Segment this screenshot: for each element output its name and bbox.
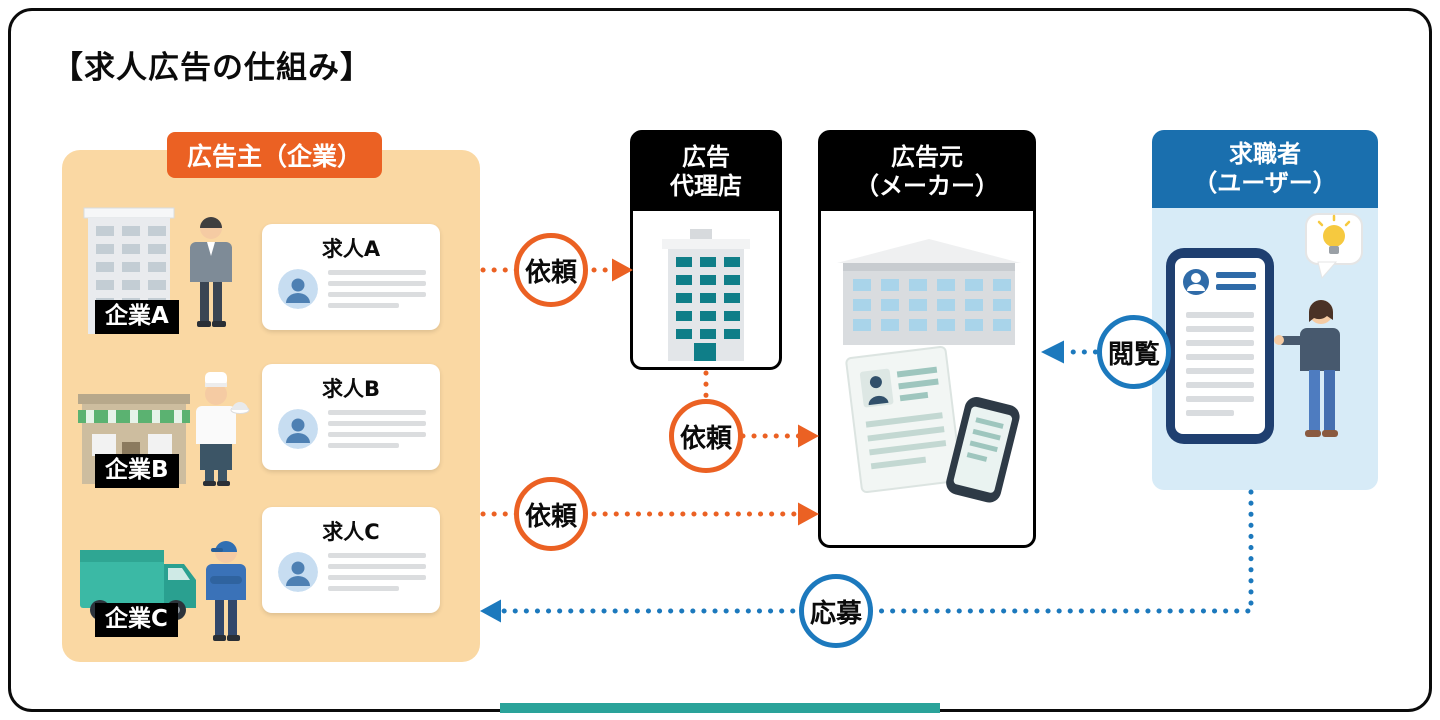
job-card-a: 求人A bbox=[262, 224, 440, 330]
placeholder-line bbox=[328, 292, 426, 297]
company-c-label: 企業C bbox=[95, 603, 178, 637]
placeholder-line bbox=[328, 410, 426, 415]
view-label: 閲覧 bbox=[1097, 315, 1171, 389]
job-card-a-lines bbox=[328, 270, 426, 308]
seeker-header: 求職者 （ユーザー） bbox=[1152, 130, 1378, 208]
job-card-b-lines bbox=[328, 410, 426, 448]
person-avatar-icon bbox=[278, 269, 318, 309]
maker-title-line1: 広告元 bbox=[891, 143, 963, 172]
job-card-c-lines bbox=[328, 553, 426, 591]
job-card-c: 求人C bbox=[262, 507, 440, 613]
placeholder-line bbox=[328, 432, 426, 437]
person-avatar-icon bbox=[278, 552, 318, 592]
company-b-label: 企業B bbox=[95, 454, 179, 488]
agency-header: 広告 代理店 bbox=[633, 133, 779, 211]
job-card-b: 求人B bbox=[262, 364, 440, 470]
seeker-title-line2: （ユーザー） bbox=[1193, 169, 1337, 197]
maker-box: 広告元 （メーカー） bbox=[818, 130, 1036, 548]
job-card-c-body bbox=[262, 546, 440, 592]
placeholder-line bbox=[328, 443, 399, 448]
seeker-title-line1: 求職者 bbox=[1229, 140, 1301, 169]
maker-building-icon bbox=[837, 239, 1021, 345]
request-label-2: 依頼 bbox=[669, 399, 743, 473]
placeholder-line bbox=[328, 564, 426, 569]
placeholder-line bbox=[328, 421, 426, 426]
agency-building-icon bbox=[662, 229, 750, 361]
placeholder-line bbox=[328, 303, 399, 308]
advertiser-header-badge: 広告主（企業） bbox=[167, 132, 383, 178]
job-card-c-title: 求人C bbox=[322, 520, 380, 544]
bottom-accent-bar bbox=[500, 703, 940, 713]
seeker-box: 求職者 （ユーザー） bbox=[1152, 130, 1378, 490]
advertiser-panel: 広告主（企業） 企業A 求人A bbox=[62, 132, 480, 662]
company-c-truck-icon bbox=[80, 541, 246, 641]
company-a-label: 企業A bbox=[95, 300, 179, 334]
person-avatar-icon bbox=[278, 409, 318, 449]
placeholder-line bbox=[328, 586, 399, 591]
agency-title-line1: 広告 bbox=[682, 143, 730, 172]
maker-flyer-and-phone-icon bbox=[845, 346, 1020, 503]
job-card-a-body bbox=[262, 263, 440, 309]
request-label-3: 依頼 bbox=[514, 477, 588, 551]
agency-box: 広告 代理店 bbox=[630, 130, 782, 370]
placeholder-line bbox=[328, 553, 426, 558]
maker-header: 広告元 （メーカー） bbox=[821, 133, 1033, 211]
job-card-b-title: 求人B bbox=[321, 377, 380, 401]
seeker-phone-and-user-icon bbox=[1166, 213, 1363, 444]
request-label-1: 依頼 bbox=[514, 233, 588, 307]
maker-title-line2: （メーカー） bbox=[855, 172, 999, 200]
agency-title-line2: 代理店 bbox=[670, 172, 742, 200]
placeholder-line bbox=[328, 575, 426, 580]
job-card-b-body bbox=[262, 403, 440, 449]
page-title: 【求人広告の仕組み】 bbox=[52, 50, 372, 86]
placeholder-line bbox=[328, 281, 426, 286]
apply-label: 応募 bbox=[799, 574, 873, 648]
job-card-a-title: 求人A bbox=[321, 237, 381, 261]
placeholder-line bbox=[328, 270, 426, 275]
